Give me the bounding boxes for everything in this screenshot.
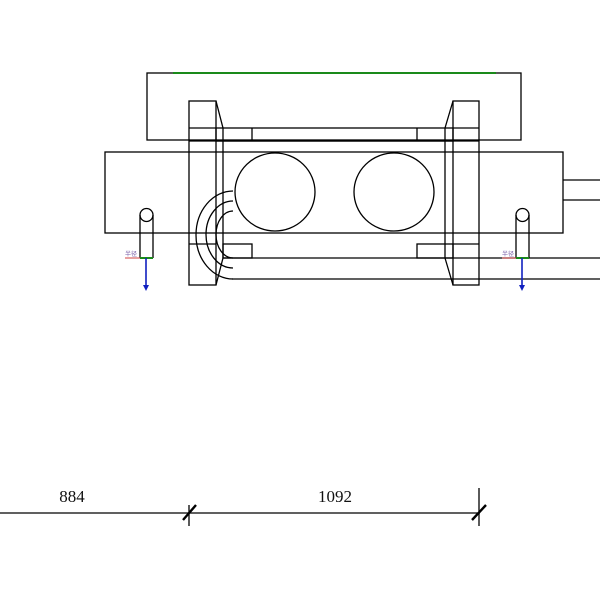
bend-middle	[205, 200, 234, 269]
main-body-box	[104, 151, 564, 234]
lower-left-bar	[222, 243, 253, 259]
dimension-line	[0, 488, 487, 526]
right-taper-top	[444, 100, 454, 129]
bend-outer	[195, 190, 234, 280]
right-taper-bottom	[444, 257, 454, 286]
left-circle	[234, 152, 316, 232]
bend-inner	[215, 210, 234, 259]
pin-label-right: 半径	[502, 250, 514, 258]
left-pin	[125, 207, 154, 291]
left-taper-bottom	[215, 257, 224, 286]
left-flange	[188, 100, 217, 286]
right-flange	[452, 100, 480, 286]
top-cover-box	[146, 72, 522, 141]
right-pin	[502, 207, 530, 291]
right-circle	[353, 152, 435, 232]
dimension-884: 884	[59, 487, 85, 506]
dimension-1092: 1092	[318, 487, 352, 506]
pin-label-left: 半径	[125, 250, 137, 258]
lower-right-bar	[416, 243, 454, 259]
left-taper-top	[215, 100, 224, 129]
